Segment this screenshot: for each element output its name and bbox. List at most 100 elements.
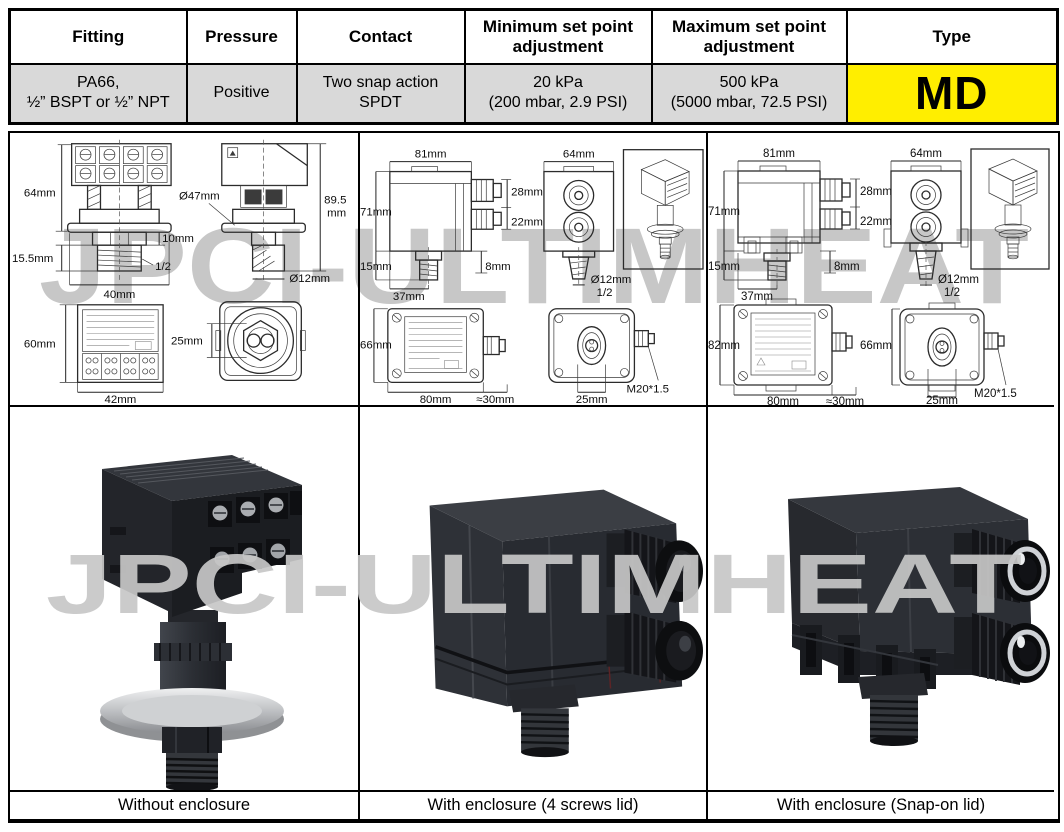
dim-label: Ø12mm — [591, 274, 632, 286]
side-view-dimensions: 81mm 71mm 28mm 22mm 15mm 37mm 8mm — [708, 148, 892, 303]
header-contact: Contact — [295, 8, 466, 65]
thread-fitting — [162, 727, 222, 790]
header-type: Type — [845, 8, 1059, 65]
drawing-cell-snapon: 81mm 71mm 28mm 22mm 15mm 37mm 8mm — [708, 133, 1054, 407]
dim-label: mm — [327, 207, 346, 219]
thread-fitting — [858, 673, 928, 746]
dim-label: 64mm — [910, 148, 942, 160]
front-view-dimensions: 64mm Ø12mm 1/2 — [543, 149, 632, 299]
dim-label: 66mm — [860, 340, 892, 352]
drawing-cell-without-enclosure: 64mm 15.5mm 10mm 1/2 40mm — [10, 133, 360, 407]
dim-label: 81mm — [763, 148, 795, 160]
max-line1: 500 kPa — [719, 74, 779, 92]
dim-label: 1/2 — [155, 261, 171, 273]
header-fitting: Fitting — [8, 8, 188, 65]
spec-value-row: PA66, ½” BSPT or ½” NPT Positive Two sna… — [8, 62, 1059, 125]
header-pressure: Pressure — [185, 8, 298, 65]
cable-gland-upper — [606, 529, 704, 603]
max-line2: (5000 mbar, 72.5 PSI) — [670, 94, 828, 112]
dim-label: M20*1.5 — [974, 388, 1017, 400]
cell-max-setpoint: 500 kPa (5000 mbar, 72.5 PSI) — [650, 62, 848, 125]
contact-line1: Two snap action — [322, 74, 439, 92]
label-view: 60mm 42mm — [24, 304, 164, 405]
dim-label: 8mm — [834, 261, 860, 273]
top-view: 25mm — [171, 301, 306, 382]
dim-label: 8mm — [485, 261, 510, 273]
cable-gland-lower — [954, 613, 1050, 685]
side-view-dimensions: 81mm 71mm 28mm 22mm 15mm 37mm 8mm — [360, 149, 543, 303]
terminal-row-upper — [208, 491, 302, 527]
dim-label: ≈30mm — [476, 394, 514, 405]
figure-panel: JPCI-ULTIMHEAT JPCI-ULTIMHEAT — [8, 131, 1060, 823]
lid-view: 66mm 80mm ≈30mm — [360, 308, 514, 405]
product-photo-4screws — [429, 489, 704, 758]
dim-label: 80mm — [420, 394, 452, 405]
contact-line2: SPDT — [359, 94, 402, 112]
dimension-drawing-snapon: 81mm 71mm 28mm 22mm 15mm 37mm 8mm — [708, 148, 1050, 405]
front-view — [67, 139, 172, 281]
dim-label: 22mm — [511, 216, 543, 228]
terminal-row-lower — [210, 539, 290, 573]
dim-label: Ø47mm — [179, 190, 220, 202]
dim-label: 37mm — [741, 291, 773, 303]
spec-header-row: Fitting Pressure Contact Minimum set poi… — [8, 8, 1059, 65]
caption-text: With enclosure (4 screws lid) — [427, 796, 639, 814]
caption-text: Without enclosure — [117, 796, 251, 814]
cable-gland-lower — [606, 610, 704, 683]
dim-label: 25mm — [926, 395, 958, 405]
dim-label: 42mm — [104, 394, 136, 405]
dim-label: 89.5 — [324, 194, 346, 206]
terminal-head — [102, 455, 302, 617]
side-view-dimensions: Ø47mm 89.5 mm Ø12mm — [179, 143, 346, 285]
dim-label: 15.5mm — [12, 253, 53, 265]
dim-label: 37mm — [393, 291, 425, 303]
front-view — [883, 165, 969, 287]
min-line1: 20 kPa — [533, 74, 583, 92]
cable-gland-upper — [954, 529, 1050, 603]
front-view-dimensions: 64mm Ø12mm 1/2 — [890, 148, 979, 299]
dim-label: 10mm — [162, 233, 194, 245]
cell-contact: Two snap action SPDT — [295, 62, 466, 125]
dim-label: 1/2 — [944, 287, 960, 299]
dim-label: 81mm — [415, 149, 447, 161]
dim-label: Ø12mm — [289, 273, 330, 285]
datasheet-page: Fitting Pressure Contact Minimum set poi… — [0, 8, 1064, 832]
dim-label: 64mm — [563, 149, 595, 161]
figure-grid: 64mm 15.5mm 10mm 1/2 40mm — [10, 133, 1058, 819]
dim-label: 25mm — [576, 394, 608, 405]
dim-label: 60mm — [24, 339, 56, 351]
cell-min-setpoint: 20 kPa (200 mbar, 2.9 PSI) — [463, 62, 653, 125]
dim-label: 25mm — [171, 336, 203, 348]
dim-label: 28mm — [511, 186, 543, 198]
header-min-setpoint: Minimum set point adjustment — [463, 8, 653, 65]
photo-cell-4screws — [360, 407, 708, 792]
bottom-view: M20*1.5 66mm 25mm — [860, 302, 1017, 405]
dim-label: 15mm — [708, 261, 740, 273]
dim-label: 15mm — [360, 261, 392, 273]
dim-label: 40mm — [104, 289, 136, 301]
caption-4screws: With enclosure (4 screws lid) — [360, 792, 708, 819]
front-view — [543, 166, 615, 287]
dimension-drawing-4screws: 81mm 71mm 28mm 22mm 15mm 37mm 8mm — [360, 149, 704, 405]
dim-label: 22mm — [860, 216, 892, 228]
side-view — [221, 139, 308, 281]
chrome-disc — [100, 688, 284, 742]
side-view — [389, 166, 502, 285]
dim-label: ≈30mm — [826, 396, 864, 405]
min-line2: (200 mbar, 2.9 PSI) — [488, 94, 628, 112]
dim-label: 66mm — [360, 340, 392, 352]
fitting-line2: ½” BSPT or ½” NPT — [26, 94, 170, 112]
dim-label: Ø12mm — [938, 274, 979, 286]
dim-label: 82mm — [708, 340, 740, 352]
bottom-view: M20*1.5 25mm — [548, 308, 669, 405]
dim-label: 28mm — [860, 186, 892, 198]
photo-cell-snapon — [708, 407, 1054, 792]
thread-fitting — [509, 684, 579, 758]
dim-label: 1/2 — [597, 287, 613, 299]
front-view-dimensions: 64mm 15.5mm 10mm 1/2 40mm — [12, 144, 194, 301]
side-view — [737, 165, 851, 285]
product-photo-without-enclosure — [100, 455, 302, 790]
spec-table: Fitting Pressure Contact Minimum set poi… — [8, 8, 1059, 125]
dim-label: M20*1.5 — [626, 383, 669, 395]
lid-view: 82mm 80mm ≈30mm — [708, 298, 864, 405]
